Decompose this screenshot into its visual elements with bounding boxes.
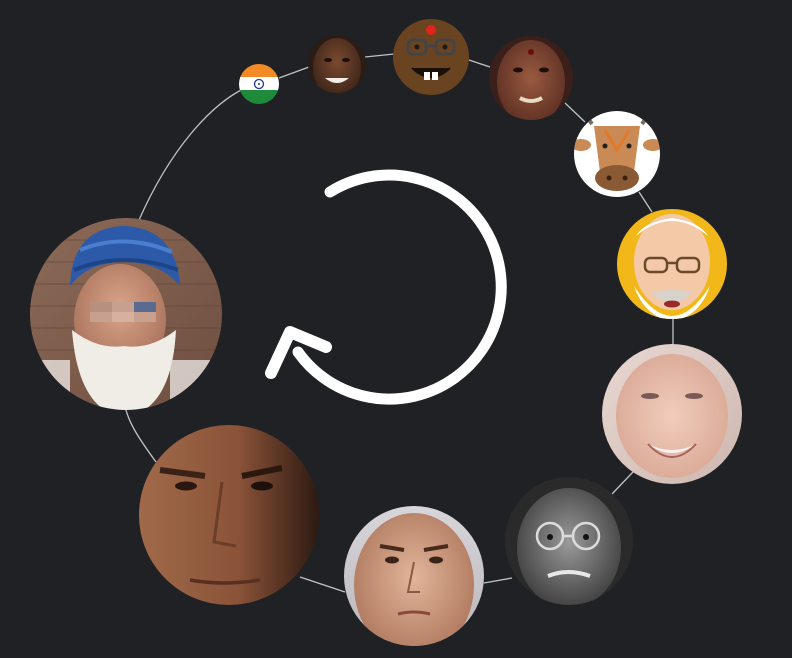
turbaned-elder-censored-photo xyxy=(30,218,222,410)
elderly-woman-bindi-photo xyxy=(489,36,573,120)
bindi-glasses-emoji xyxy=(393,19,469,95)
stern-man-closeup-photo xyxy=(139,425,319,605)
cycle-arrow-icon xyxy=(265,169,507,405)
smiling-man-photo xyxy=(308,35,366,93)
cycle-ring xyxy=(125,53,674,593)
blurred-young-person-photo xyxy=(602,344,742,484)
round-glasses-elder-photo xyxy=(505,477,633,605)
india-flag-icon xyxy=(239,64,279,104)
cow-cartoon-icon xyxy=(574,111,660,197)
bearded-glasses-man-cartoon xyxy=(617,209,727,319)
man-closeup-photo xyxy=(344,506,484,646)
